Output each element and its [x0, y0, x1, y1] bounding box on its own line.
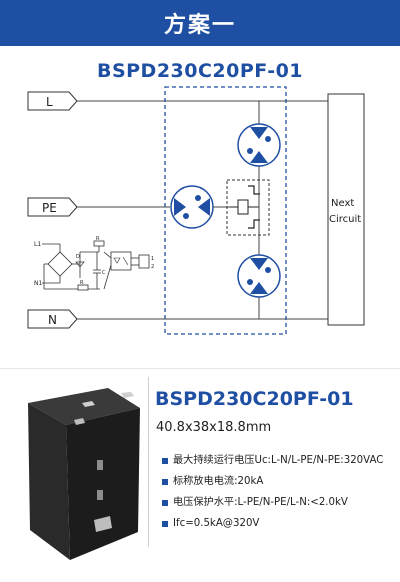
line-l-label: L — [46, 95, 53, 109]
svg-text:D: D — [76, 254, 80, 260]
gdt-left-icon — [170, 185, 214, 229]
spec-item: Ifc=0.5kA@320V — [162, 513, 383, 534]
diagram-model-label: BSPD230C20PF-01 — [96, 60, 304, 82]
spec-item: 电压保护水平:L-PE/N-PE/L-N:<2.0kV — [162, 492, 383, 513]
product-name: BSPD230C20PF-01 — [155, 388, 354, 410]
svg-text:C: C — [102, 270, 106, 276]
line-pe-tab — [27, 197, 78, 217]
spec-item: 标称放电电流:20kA — [162, 471, 383, 492]
section-divider — [148, 377, 149, 547]
next-circuit-line2: Circuit — [329, 214, 361, 225]
line-pe-label: PE — [42, 201, 57, 215]
bullet-icon — [162, 520, 168, 527]
line-n-label: N — [48, 313, 57, 327]
svg-text:L1: L1 — [34, 241, 41, 248]
product-image — [28, 388, 140, 560]
bullet-icon — [162, 499, 168, 506]
monitoring-circuit-inset: L1 N1 D R C R 1 — [34, 236, 154, 291]
spec-item: 最大持续运行电压Uc:L-N/L-PE/N-PE:320VAC — [162, 450, 383, 471]
svg-text:R: R — [80, 280, 84, 286]
bullet-icon — [162, 457, 168, 464]
line-l-tab — [27, 91, 78, 111]
header-title: 方案一 — [163, 13, 236, 38]
line-n-tab — [27, 309, 78, 329]
product-dimensions: 40.8x38x18.8mm — [156, 420, 272, 435]
svg-text:1: 1 — [151, 256, 154, 262]
svg-text:2: 2 — [151, 264, 154, 270]
next-circuit-box — [327, 93, 365, 326]
circuit-diagram: L PE N N — [27, 86, 365, 335]
header-banner: 方案一 — [0, 0, 400, 46]
gdt-top-icon — [237, 123, 281, 167]
svg-text:R: R — [96, 236, 100, 242]
next-circuit-line1: Next — [331, 198, 354, 209]
svg-text:N1: N1 — [34, 280, 42, 287]
spec-list: 最大持续运行电压Uc:L-N/L-PE/N-PE:320VAC 标称放电电流:2… — [162, 450, 383, 534]
bullet-icon — [162, 478, 168, 485]
gdt-bottom-icon — [237, 254, 281, 298]
device-dashed-box — [164, 86, 287, 335]
thermal-disconnector-box — [226, 179, 270, 236]
